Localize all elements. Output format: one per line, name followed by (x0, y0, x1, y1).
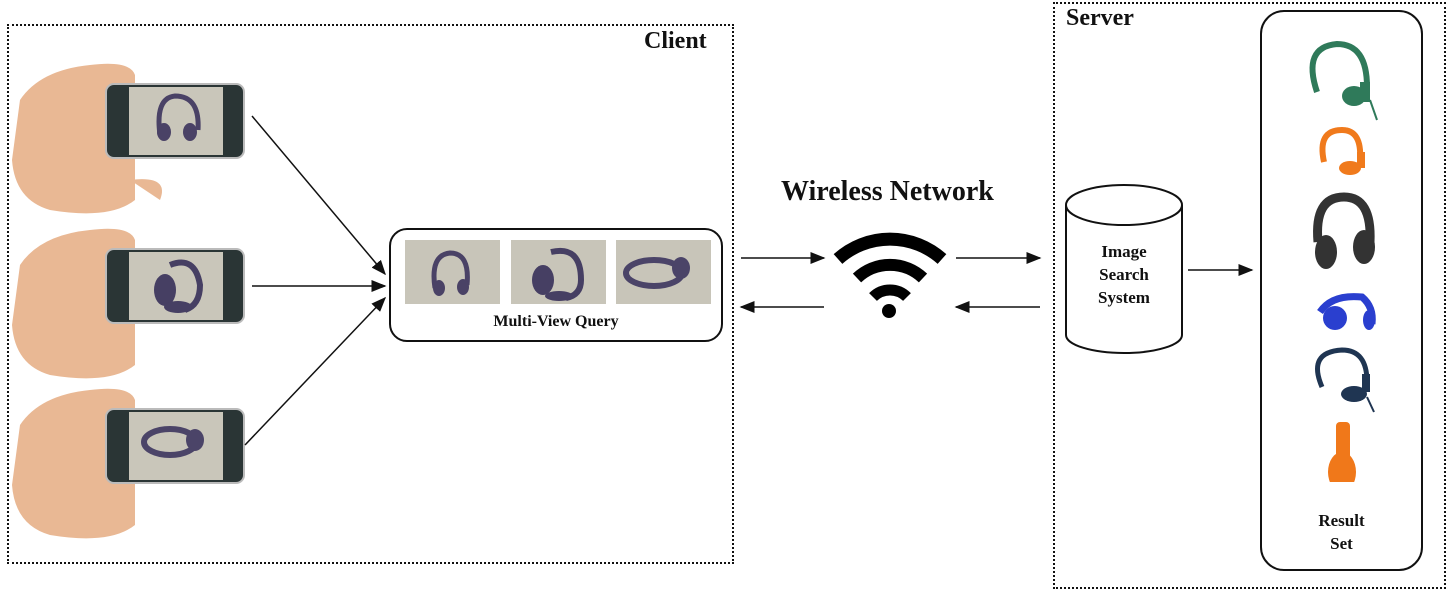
query-view-side (511, 240, 606, 304)
query-view-top (616, 240, 711, 304)
headphones-image (431, 250, 470, 296)
phone-capture-3 (10, 385, 246, 541)
database-cylinder (1065, 184, 1183, 354)
result-green-headphones (1309, 40, 1378, 121)
multi-view-query-box: Multi-View Query (389, 228, 723, 342)
wifi-icon (833, 232, 947, 318)
arrow-phone3-to-query (244, 296, 387, 446)
result-black-headphones (1313, 192, 1375, 269)
hand-phone-illustration (12, 228, 245, 379)
network-title: Wireless Network (781, 176, 994, 207)
server-title: Server (1066, 5, 1134, 31)
hand-phone-illustration (12, 388, 245, 539)
result-orange-headphones (1319, 126, 1365, 175)
phone-capture-2 (10, 225, 246, 381)
headphones-image (532, 247, 585, 301)
result-images (1309, 40, 1378, 482)
query-label: Multi-View Query (493, 313, 619, 330)
arrow-phone1-to-query (251, 115, 386, 276)
query-view-front (405, 240, 500, 304)
result-blue-headphones (1317, 293, 1376, 330)
system-label: Image Search System (1098, 242, 1150, 307)
client-region (7, 24, 734, 564)
result-navy-headphones (1315, 347, 1375, 413)
result-orange-folded-headphones (1328, 422, 1356, 482)
client-title: Client (644, 28, 707, 54)
phone-capture-1 (10, 60, 246, 216)
result-set-box: Result Set (1260, 10, 1423, 571)
server-region (1053, 2, 1446, 589)
result-set-label: Result Set (1318, 511, 1365, 553)
headphones-image (623, 257, 690, 289)
hand-phone-illustration (12, 63, 245, 214)
